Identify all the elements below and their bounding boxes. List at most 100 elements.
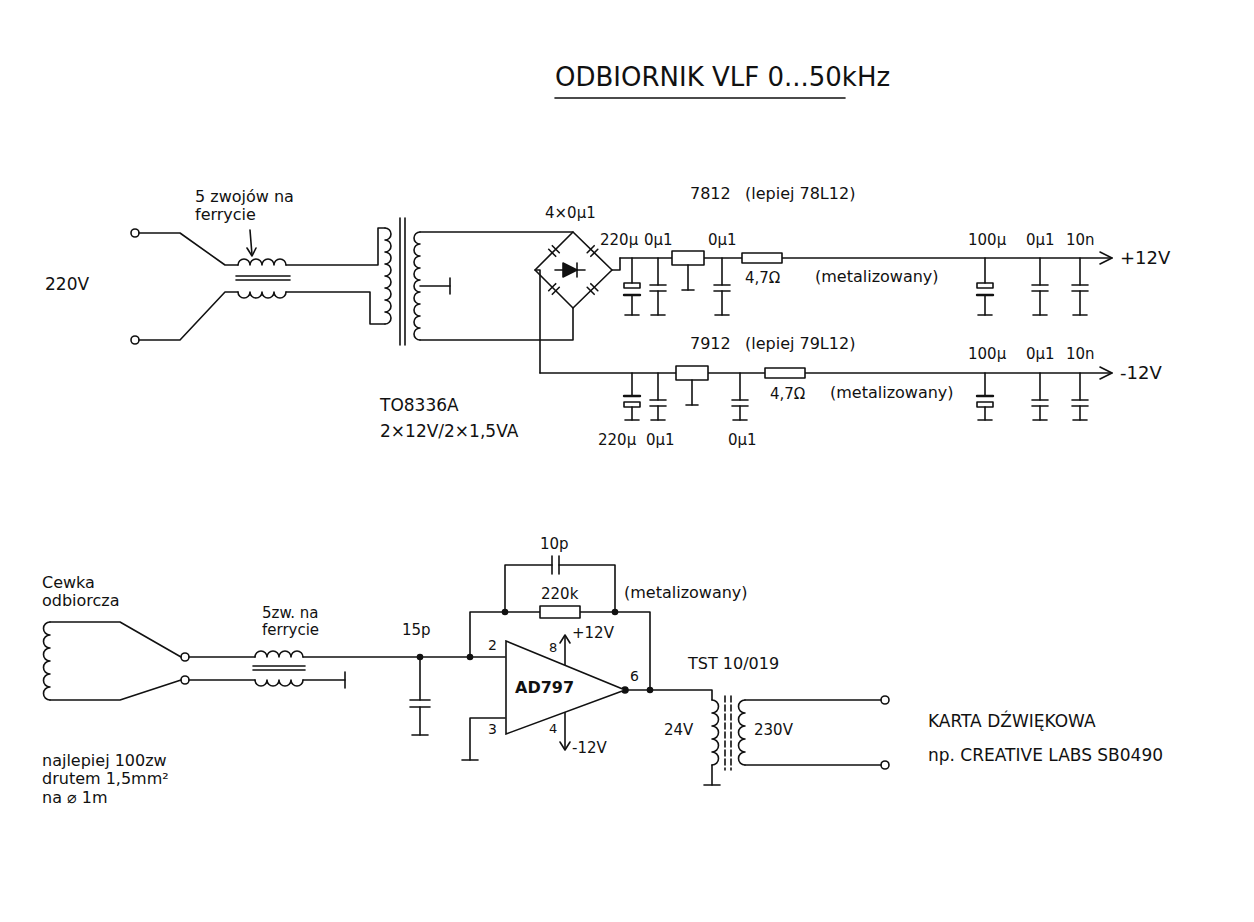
choke-note: 5zw. na ferrycie [262, 605, 337, 640]
part-number: TO8336A [380, 396, 459, 416]
regulator-symbol [686, 404, 698, 406]
wire [286, 228, 385, 265]
mains-terminal [131, 229, 139, 344]
capacitor-symbol [657, 373, 659, 400]
capacitor-symbol [410, 699, 430, 701]
capacitor-symbol [1039, 291, 1041, 315]
ferrite-choke [236, 279, 290, 281]
regulator-note: (lepiej 79L12) [745, 335, 855, 353]
capacitor-symbol [1079, 373, 1081, 400]
capacitor-symbol [1079, 406, 1081, 420]
resistor-note: (metalizowany) [815, 268, 939, 286]
rail-voltage: -12V [1120, 363, 1162, 384]
capacitor-symbol [714, 284, 730, 286]
capacitor-symbol [739, 373, 741, 400]
capacitor-symbol [631, 373, 633, 396]
capacitor-symbol [1032, 399, 1048, 401]
capacitor-value: 4×0µ1 [545, 205, 596, 222]
capacitor-symbol [984, 407, 986, 420]
capacitor-value: 0µ1 [644, 232, 673, 249]
capacitor-symbol [715, 314, 729, 316]
opamp-pins [462, 635, 712, 760]
pin-number: 2 [488, 637, 497, 653]
positive-rail [1100, 252, 1112, 264]
capacitor-symbol [419, 707, 421, 735]
mains-terminal [131, 229, 139, 237]
capacitor-symbol [631, 407, 633, 420]
capacitor-symbol [1032, 284, 1048, 286]
capacitor-value: 0µ1 [1026, 232, 1055, 249]
regulator-note: (lepiej 78L12) [745, 185, 855, 203]
capacitor-symbol [1033, 314, 1047, 316]
positive-rail [620, 252, 1112, 264]
ferrite-choke [255, 651, 303, 657]
opamp-pins [560, 635, 570, 643]
capacitor-symbol [1072, 399, 1088, 401]
capacitor-value: 10n [1066, 346, 1095, 363]
opamp-label: AD797 [515, 678, 574, 697]
capacitor-value: 100µ [968, 346, 1006, 363]
capacitor-symbol [984, 258, 986, 283]
capacitor-symbol [1073, 314, 1087, 316]
regulator-symbol [682, 289, 694, 291]
capacitor-symbol [1039, 406, 1041, 420]
output-note: np. CREATIVE LABS SB0490 [928, 746, 1163, 766]
wire [139, 233, 238, 265]
part-number: TST 10/019 [688, 655, 779, 673]
regulator-type: 7912 [690, 335, 731, 353]
transformer-symbol [745, 699, 881, 701]
capacitor-symbol [1079, 258, 1081, 285]
transformer-symbol [404, 218, 406, 345]
capacitor-value: 15p [402, 622, 431, 639]
opamp-pins [648, 688, 653, 693]
regulator-symbol [672, 251, 704, 265]
voltage-label: 230V [754, 722, 793, 739]
rail-voltage: +12V [1120, 248, 1170, 269]
bridge-rectifier [587, 246, 594, 253]
bridge-rectifier [577, 269, 585, 271]
ferrite-choke [253, 669, 305, 671]
pin-number: 4 [549, 722, 557, 737]
transformer-symbol [385, 228, 391, 324]
input-terminal [181, 676, 189, 684]
wire [50, 622, 181, 657]
wire [420, 231, 573, 233]
negative-rail [540, 372, 1112, 374]
resistor-note: (metalizowany) [830, 384, 954, 402]
regulator-symbol [691, 380, 693, 405]
leader-arrow [250, 230, 252, 255]
capacitor-symbol [1033, 419, 1047, 421]
capacitor-symbol [657, 406, 659, 420]
resistor-symbol [765, 368, 805, 378]
capacitor-value: 0µ1 [1026, 346, 1055, 363]
transformer-symbol [399, 218, 401, 345]
supply-label: -12V [572, 740, 607, 757]
wire [139, 292, 238, 340]
bridge-rectifier [563, 263, 577, 277]
feedback-network [540, 606, 580, 618]
negative-rail [1100, 367, 1112, 379]
transformer-symbol [449, 278, 451, 294]
negative-rail [540, 367, 1112, 379]
capacitor-symbol [631, 295, 633, 315]
wire [50, 680, 181, 700]
ferrite-choke [236, 275, 290, 277]
capacitor-value: 10n [1066, 232, 1095, 249]
feedback-network [551, 556, 553, 574]
capacitor-symbol [721, 258, 723, 285]
voltage-label: 24V [664, 722, 693, 739]
supply-label: +12V [572, 625, 614, 642]
capacitor-symbol [1039, 258, 1041, 285]
title-underline [555, 97, 845, 99]
capacitor-value: 0µ1 [646, 432, 675, 449]
opamp-pins [564, 712, 566, 749]
leader-arrow [247, 230, 256, 256]
capacitor-value: 220µ [600, 232, 638, 249]
resistor-note: (metalizowany) [624, 584, 748, 602]
coil-note: najlepiej 100zw drutem 1,5mm² na ⌀ 1m [42, 752, 192, 807]
bridge-rectifier [552, 287, 559, 294]
pin-number: 6 [630, 668, 639, 684]
wire [344, 672, 346, 688]
capacitor-symbol [650, 284, 666, 286]
